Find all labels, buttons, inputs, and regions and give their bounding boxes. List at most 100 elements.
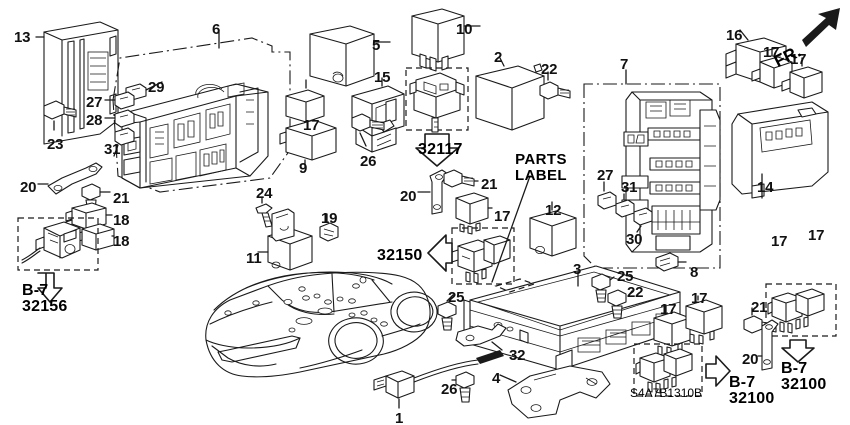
part-26-bolt-mid [351,113,385,147]
part-32100-relays-a [635,348,693,394]
item-number-17: 17 [494,208,511,225]
part-19-nut [319,213,339,242]
item-number-12: 12 [545,202,562,219]
part-3-ecu [463,265,681,373]
item-number-26: 26 [360,153,377,170]
item-number-27: 27 [86,94,103,111]
callout-box-32156 [17,217,99,271]
part-24-screw [255,196,273,228]
item-number-21: 21 [113,190,130,207]
item-number-14: 14 [757,179,774,196]
part-10-relay [411,8,481,72]
arrow-32150 [427,234,453,272]
arrow-32100-b [781,339,815,363]
part-6-fuse-box [121,82,269,189]
item-number-24: 24 [256,185,273,202]
item-number-3: 3 [573,261,582,278]
callout-box-32100-a [633,343,703,397]
item-number-21: 21 [751,299,768,316]
part-25-bolt-b [591,273,615,303]
item-number-22: 22 [627,284,644,301]
group-6-boundary [112,37,291,193]
part-13-control-module [35,21,119,145]
item-number-17: 17 [303,117,320,134]
item-number-25: 25 [448,289,465,306]
item-number-17: 17 [790,51,807,68]
part-32150-relays [451,235,511,284]
part-23-bolt [43,100,77,131]
part-8-clip [655,252,687,272]
item-number-10: 10 [456,21,473,38]
part-12-relay [529,201,577,257]
part-32-bracket [455,323,507,351]
item-number-20: 20 [400,188,417,205]
arrow-32156 [37,272,63,303]
part-26-bolt-bottom [451,371,475,403]
group-7-boundary [583,83,721,269]
item-number-8: 8 [690,264,699,281]
item-number-17: 17 [808,227,825,244]
item-number-7: 7 [620,56,629,73]
part-20-bracket-left [37,162,103,195]
item-number-26: 26 [441,381,458,398]
item-number-5: 5 [372,37,381,54]
diagram-id-label: S4A7B1310B [630,386,703,400]
parts-label-leader [491,175,531,283]
part-17-relay-32150-top [455,192,493,235]
part-22-bolt-top [539,71,571,100]
arrow-32117 [415,133,459,167]
part-27-clip-right [597,181,617,210]
item-number-22: 22 [541,61,558,78]
ref-32156: B-7 32156 [22,282,68,316]
arrow-32100-a [705,355,731,387]
part-25-bolt-a [437,294,457,331]
ref-32100-b: B-7 32100 [781,360,827,394]
item-number-17: 17 [691,290,708,307]
part-17-relay-mid [285,79,325,123]
item-number-2: 2 [494,49,503,66]
item-number-1: 1 [395,410,404,425]
item-number-20: 20 [20,179,37,196]
callout-box-32150 [451,227,515,285]
part-32117-relay [409,72,465,133]
item-number-16: 16 [726,27,743,44]
callout-box-32100-b [765,283,837,337]
item-number-4: 4 [492,370,501,387]
item-number-30: 30 [626,231,643,248]
item-number-31: 31 [104,141,121,158]
part-14-control-module [731,101,829,199]
part-11-relay [257,208,313,271]
item-number-21: 21 [481,176,498,193]
part-32100-relays-b [767,288,825,334]
part-9-relay [279,119,337,169]
ref-32100-a: B-7 32100 [729,374,775,408]
item-number-17: 17 [763,44,780,61]
part-2-relay [475,57,545,131]
item-number-25: 25 [617,268,634,285]
item-number-15: 15 [374,69,391,86]
part-20-bracket-mid [417,169,449,215]
item-number-32: 32 [509,347,526,364]
item-number-6: 6 [212,21,221,38]
ref-32150: 32150 [377,247,423,264]
part-30-clip [633,207,653,233]
part-27-clip [104,91,135,110]
item-number-13: 13 [14,29,31,46]
item-number-20: 20 [742,351,759,368]
part-28-clip [104,109,135,128]
item-number-17: 17 [660,301,677,318]
part-32156-relay [21,221,81,264]
fr-direction-arrow [802,8,840,47]
item-number-9: 9 [299,160,308,177]
item-number-17: 17 [771,233,788,250]
ref-32117: 32117 [418,141,463,158]
item-number-29: 29 [148,79,165,96]
item-number-19: 19 [321,210,338,227]
part-20-bracket-br [757,319,779,371]
item-number-18: 18 [113,233,130,250]
part-4-bracket [499,365,611,419]
part-7-fuse-box [621,91,721,253]
item-number-18: 18 [113,212,130,229]
item-number-31: 31 [621,179,638,196]
